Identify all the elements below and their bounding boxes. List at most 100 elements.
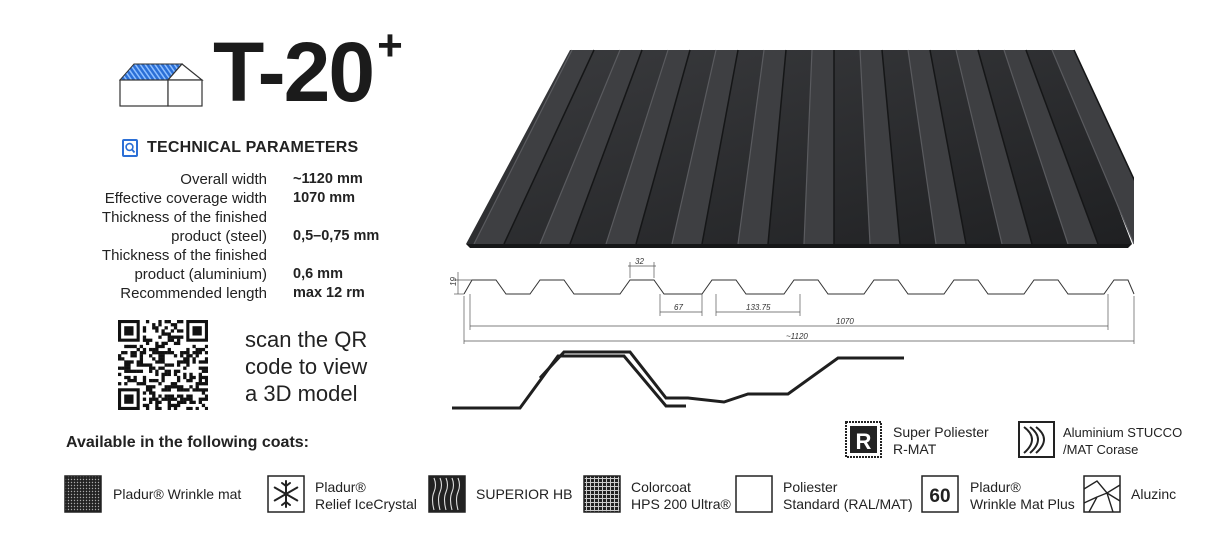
coat-label-superior-hb: SUPERIOR HB [476, 486, 573, 502]
qr-module [173, 323, 178, 327]
qr-module [152, 397, 156, 401]
sheet-rib-shadow [767, 49, 787, 245]
product-title: T-20+ [213, 21, 403, 119]
qr-module [183, 375, 187, 380]
qr-instructions: scan the QR code to view a 3D model [245, 326, 367, 407]
qr-module [149, 369, 153, 373]
sheet-rib-shadow [1073, 49, 1134, 182]
qr-module [142, 403, 147, 408]
qr-module [186, 354, 190, 358]
qr-module [176, 363, 181, 367]
qr-module [127, 375, 131, 380]
qr-module [198, 347, 202, 352]
qr-module [142, 351, 147, 355]
qr-module [149, 378, 153, 383]
coat-label-colorcoat: Colorcoat HPS 200 Ultra® [631, 479, 731, 513]
qr-module [164, 351, 168, 355]
qr-module [176, 375, 181, 380]
qr-module [145, 385, 150, 389]
qr-module [142, 347, 147, 352]
wrinkle-mat-plus-icon: 60 [921, 475, 959, 513]
sheet-rib-shadow [701, 49, 739, 245]
coat-label-icecrystal-line-2: Relief IceCrystal [315, 496, 417, 512]
qr-module [201, 397, 206, 401]
qr-module [204, 406, 208, 410]
qr-module [195, 347, 199, 352]
qr-module [167, 363, 171, 367]
qr-module [198, 388, 202, 392]
qr-module [167, 394, 171, 398]
param-value-length: max 12 rm [293, 285, 365, 301]
qr-module [142, 335, 147, 339]
qr-module [173, 335, 178, 339]
qr-module [161, 357, 165, 361]
profile-dimension-drawing: 19 32 67 133.75 1070 ~1120 [449, 257, 1135, 344]
coat-label-poliester-line-1: Poliester [783, 479, 838, 495]
qr-module [142, 326, 147, 330]
qr-module [139, 354, 144, 358]
qr-module [167, 335, 171, 339]
qr-module [167, 347, 171, 352]
qr-module [158, 351, 162, 355]
qr-module [155, 378, 159, 383]
sheet-rib [540, 50, 642, 244]
qr-module [161, 366, 165, 370]
qr-module [164, 332, 168, 336]
qr-module [155, 397, 159, 401]
qr-module [158, 400, 162, 404]
qr-module [161, 341, 165, 346]
qr-module [161, 397, 165, 401]
sheet-rib-highlight [539, 49, 621, 245]
qr-module [173, 403, 178, 408]
qr-module [167, 369, 171, 373]
qr-module [152, 378, 156, 383]
qr-module [161, 388, 165, 392]
sheet-rib [738, 50, 786, 244]
qr-module [133, 354, 137, 358]
qr-module [155, 344, 159, 349]
qr-module [201, 391, 206, 395]
coats-heading: Available in the following coats: [66, 434, 309, 451]
qr-module [145, 320, 150, 324]
qr-module [170, 382, 175, 386]
qr-module [164, 372, 168, 377]
qr-module [189, 372, 193, 377]
sheet-rib-highlight [859, 49, 871, 245]
coat-label-colorcoat-line-2: HPS 200 Ultra® [631, 496, 731, 512]
qr-module [155, 329, 159, 333]
qr-text-line-3: a 3D model [245, 381, 358, 406]
qr-module [186, 360, 190, 364]
qr-module [158, 323, 162, 327]
qr-module [201, 347, 206, 352]
qr-module [204, 388, 208, 392]
coat-label-stucco-line-1: Aluminium STUCCO [1063, 425, 1183, 440]
qr-module [186, 378, 190, 383]
qr-module [189, 385, 193, 389]
qr-module [183, 351, 187, 355]
dim-overall-width: ~1120 [786, 332, 808, 341]
coat-label-wrinkle-mat: Pladur® Wrinkle mat [113, 486, 242, 502]
sheet-rib [1004, 50, 1098, 244]
qr-module [167, 332, 171, 336]
qr-module [124, 375, 128, 380]
qr-module [186, 351, 190, 355]
qr-module [189, 378, 193, 383]
qr-module [176, 360, 181, 364]
qr-module [130, 354, 134, 358]
qr-code-icon[interactable] [118, 320, 208, 410]
qr-module [176, 320, 181, 324]
param-value-thickness-steel: 0,5–0,75 mm [293, 228, 380, 244]
qr-module [186, 347, 190, 352]
qr-module [176, 335, 181, 339]
qr-module [173, 341, 178, 346]
qr-module [180, 397, 184, 401]
qr-module [124, 360, 128, 364]
sheet-rib [804, 50, 834, 244]
qr-module [180, 394, 184, 398]
qr-module [176, 329, 181, 333]
qr-module [142, 363, 147, 367]
qr-module [186, 357, 190, 361]
r-mat-icon: R [845, 421, 882, 458]
qr-module [198, 378, 202, 383]
param-label-overall-width: Overall width [180, 171, 267, 188]
